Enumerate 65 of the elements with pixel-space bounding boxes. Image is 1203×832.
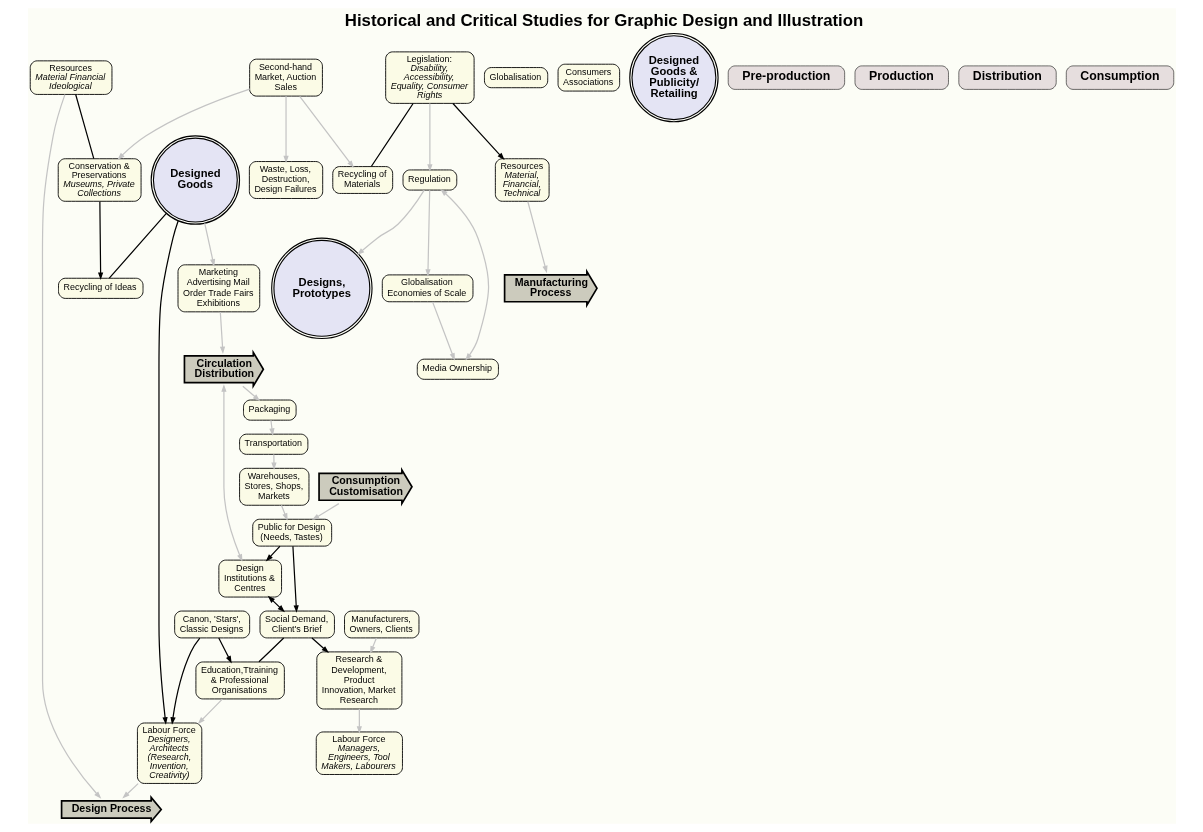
arrow — [268, 419, 274, 436]
arrow — [116, 88, 250, 160]
node-box: Social Demand, Client's Brief — [259, 610, 335, 639]
node-box: Canon, 'Stars', Classic Designs — [173, 610, 250, 639]
arrow — [267, 595, 285, 613]
arrow — [270, 453, 277, 471]
arrow — [203, 222, 215, 267]
arrow — [282, 95, 289, 164]
node-box: Globalisation — [483, 67, 548, 89]
arrow — [121, 783, 139, 799]
node-box: Waste, Loss, Destruction, Design Failures — [248, 161, 323, 199]
arrow — [169, 637, 200, 725]
node-box: Research & Development, Product Innovation, Market Research — [315, 651, 402, 710]
connector — [370, 102, 414, 168]
node-box: Conservation & Preservations Museums, Private Collections — [57, 158, 141, 202]
arrow — [426, 102, 432, 172]
arrow — [310, 637, 329, 654]
arrow — [41, 93, 101, 799]
node-box: Regulation — [402, 169, 457, 191]
diagram-title: Historical and Critical Studies for Graphic Design and Illustration — [344, 10, 863, 30]
connector — [74, 93, 94, 160]
arrow — [369, 637, 377, 654]
arrow — [439, 188, 489, 361]
node-box: Education,Ttraining & Professional Organisations — [194, 661, 285, 700]
node-box: Manufacturers, Owners, Clients — [343, 610, 419, 639]
node-box: Legislation: Disability, Accessibility, Equality, Consumer Rights — [384, 51, 475, 104]
arrow — [220, 384, 242, 562]
arrow — [219, 311, 225, 355]
node-box: Globalisation Economies of Scale — [381, 274, 473, 303]
arrow — [280, 504, 288, 521]
node-box: Pre-production — [727, 65, 845, 90]
arrow — [291, 545, 299, 613]
node-box: Labour Force Managers, Engineers, Tool Makers, Labourers — [315, 731, 403, 775]
node-box: Labour Force Designers, Architects (Research, Invention, Creativity) — [136, 722, 202, 784]
arrow — [217, 637, 232, 664]
node-box: Consumption — [1065, 65, 1174, 90]
node-box: Media Ownership — [416, 358, 499, 380]
node-box: Design Institutions & Centres — [217, 559, 282, 598]
arrow — [197, 698, 223, 725]
node-box: Warehouses, Stores, Shops, Markets — [238, 467, 309, 506]
arrow — [157, 220, 179, 725]
node-box: Public for Design (Needs, Tastes) — [251, 518, 332, 547]
node-box: Recycling of Ideas — [57, 277, 143, 299]
node-box: Transportation — [238, 433, 308, 455]
node-box: Recycling of Materials — [331, 166, 393, 194]
arrow — [265, 545, 281, 562]
node-box: Resources Material Financial Ideological — [29, 60, 112, 95]
node-box: Packaging — [242, 399, 297, 421]
node-box: Production — [854, 65, 949, 90]
arrow — [526, 200, 547, 274]
connector — [257, 637, 284, 663]
arrow — [431, 301, 455, 361]
node-box: Second-hand Market, Auction Sales — [248, 58, 323, 97]
node-box: Marketing Advertising Mail Order Trade Fairs Exhibitions — [177, 264, 260, 313]
arrow — [451, 102, 505, 161]
arrow — [241, 385, 260, 402]
node-box: Resources Material, Financial, Technical — [494, 158, 550, 202]
arrow — [97, 200, 103, 280]
node-box: Distribution — [958, 65, 1056, 90]
node-box: Consumers Associations — [557, 63, 620, 92]
connector — [108, 212, 167, 279]
arrow — [298, 95, 354, 168]
arrow — [424, 189, 431, 277]
arrow — [311, 503, 339, 521]
arrow — [356, 189, 425, 256]
